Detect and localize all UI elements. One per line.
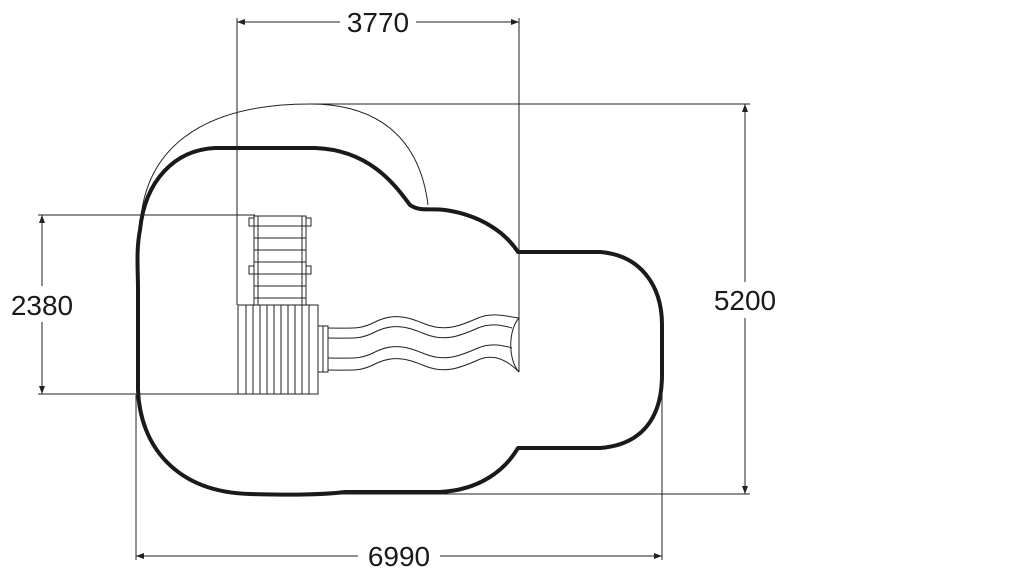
platform-deck <box>237 304 319 395</box>
ladder <box>248 215 312 307</box>
dimension-left: 2380 <box>11 214 255 395</box>
wave-slide <box>317 314 520 373</box>
dimension-right: 5200 <box>310 103 776 495</box>
safety-zone-outline <box>135 146 664 497</box>
dimension-right-label: 5200 <box>714 285 776 316</box>
dimension-bottom-label: 6990 <box>368 541 430 572</box>
dimension-bottom: 6990 <box>135 375 663 572</box>
dimension-left-label: 2380 <box>11 290 73 321</box>
dimension-top-label: 3770 <box>347 7 409 38</box>
dimension-top: 3770 <box>236 7 520 372</box>
slide-safety-zone-outline <box>139 103 429 236</box>
